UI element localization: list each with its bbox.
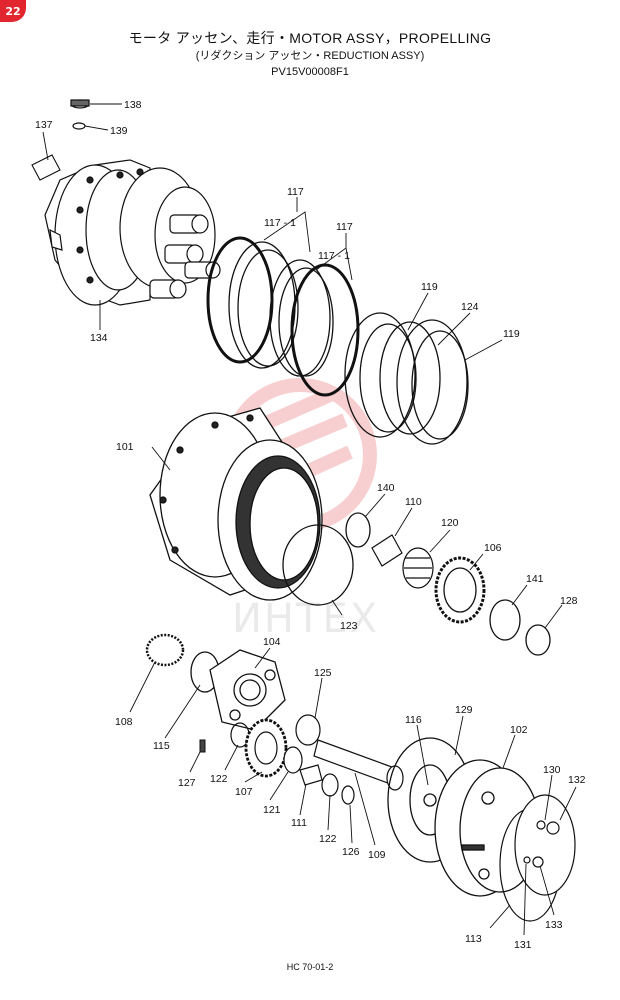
callout-111: 111 (291, 817, 307, 829)
callout-117-1b: 117 - 1 (318, 250, 350, 262)
callout-117a: 117 (287, 186, 304, 198)
thrust-washer-122b[interactable] (321, 773, 339, 797)
plate-132[interactable] (514, 794, 576, 896)
carrier-104[interactable] (209, 649, 286, 731)
shaft-109[interactable] (313, 739, 404, 791)
footer-code: HC 70-01-2 (286, 962, 334, 972)
plug-130[interactable] (536, 820, 546, 830)
callout-130: 130 (543, 764, 561, 776)
plug-138[interactable] (70, 99, 90, 109)
callout-116: 116 (405, 714, 422, 726)
cover-102[interactable] (434, 759, 541, 897)
callout-126: 126 (342, 846, 360, 858)
spacer-110[interactable] (371, 534, 403, 567)
callout-125: 125 (314, 667, 332, 679)
needle-bearing-120[interactable] (402, 547, 434, 589)
callout-138: 138 (124, 99, 142, 111)
page-index-badge: 22 (0, 0, 26, 22)
callout-129: 129 (455, 704, 473, 716)
callout-117b: 117 (336, 221, 353, 233)
model-code: PV15V00008F1 (271, 66, 349, 78)
callout-117-1a: 117 - 1 (264, 217, 296, 229)
callout-102: 102 (510, 724, 528, 736)
callout-131: 131 (514, 939, 532, 951)
callout-106: 106 (484, 542, 502, 554)
hub-101[interactable] (149, 407, 323, 601)
needle-bearing-121[interactable] (283, 746, 303, 774)
callout-128: 128 (560, 595, 578, 607)
snap-ring-128[interactable] (525, 624, 551, 656)
callout-141: 141 (526, 573, 544, 585)
callout-133: 133 (545, 919, 563, 931)
callout-124: 124 (461, 301, 479, 313)
planet-gear-107[interactable] (244, 718, 288, 778)
callout-123: 123 (340, 620, 358, 632)
callout-108: 108 (115, 716, 133, 728)
pin-127[interactable] (199, 739, 206, 753)
leader-lines (42, 103, 577, 936)
callout-109: 109 (368, 849, 386, 861)
watermark-text: ИНТЕХ (232, 596, 379, 642)
callout-132: 132 (568, 774, 586, 786)
bearing-119-124[interactable] (344, 312, 469, 445)
callout-120: 120 (441, 517, 459, 529)
motor-assy-134[interactable] (44, 159, 221, 306)
o-ring-139[interactable] (72, 122, 86, 130)
callout-113: 113 (465, 933, 482, 945)
callout-139: 139 (110, 125, 128, 137)
callout-101: 101 (116, 441, 134, 453)
callout-119a: 119 (421, 281, 438, 293)
callout-122a: 122 (210, 773, 228, 785)
callout-137: 137 (35, 119, 53, 131)
callout-110: 110 (405, 496, 422, 508)
snap-ring-125[interactable] (295, 714, 321, 746)
thrust-washer-140[interactable] (345, 512, 371, 548)
diagram-title: モータ アッセン、走行・MOTOR ASSY，PROPELLING (128, 30, 492, 46)
callout-119b: 119 (503, 328, 520, 340)
snap-ring-126[interactable] (341, 785, 355, 805)
snap-ring-123[interactable] (282, 524, 354, 606)
name-plate-137[interactable] (31, 154, 61, 181)
callout-134: 134 (90, 332, 108, 344)
o-ring-131[interactable] (523, 856, 531, 864)
floating-seal-117[interactable] (206, 236, 360, 397)
callout-140: 140 (377, 482, 395, 494)
spacer-111[interactable] (299, 764, 323, 786)
callout-115: 115 (153, 740, 170, 752)
callout-labels: 138 139 137 117 117 - 1 117 117 - 1 134 … (35, 99, 586, 951)
plug-133[interactable] (532, 856, 544, 868)
callout-127: 127 (178, 777, 196, 789)
thrust-washer-141[interactable] (489, 599, 521, 641)
diagram-subtitle: (リダクション アッセン・REDUCTION ASSY) (195, 50, 425, 62)
planet-gear-106[interactable] (434, 556, 486, 624)
callout-122b: 122 (319, 833, 337, 845)
callout-104: 104 (263, 636, 281, 648)
callout-107: 107 (235, 786, 253, 798)
callout-121: 121 (263, 804, 281, 816)
sun-gear-108[interactable] (145, 633, 185, 667)
